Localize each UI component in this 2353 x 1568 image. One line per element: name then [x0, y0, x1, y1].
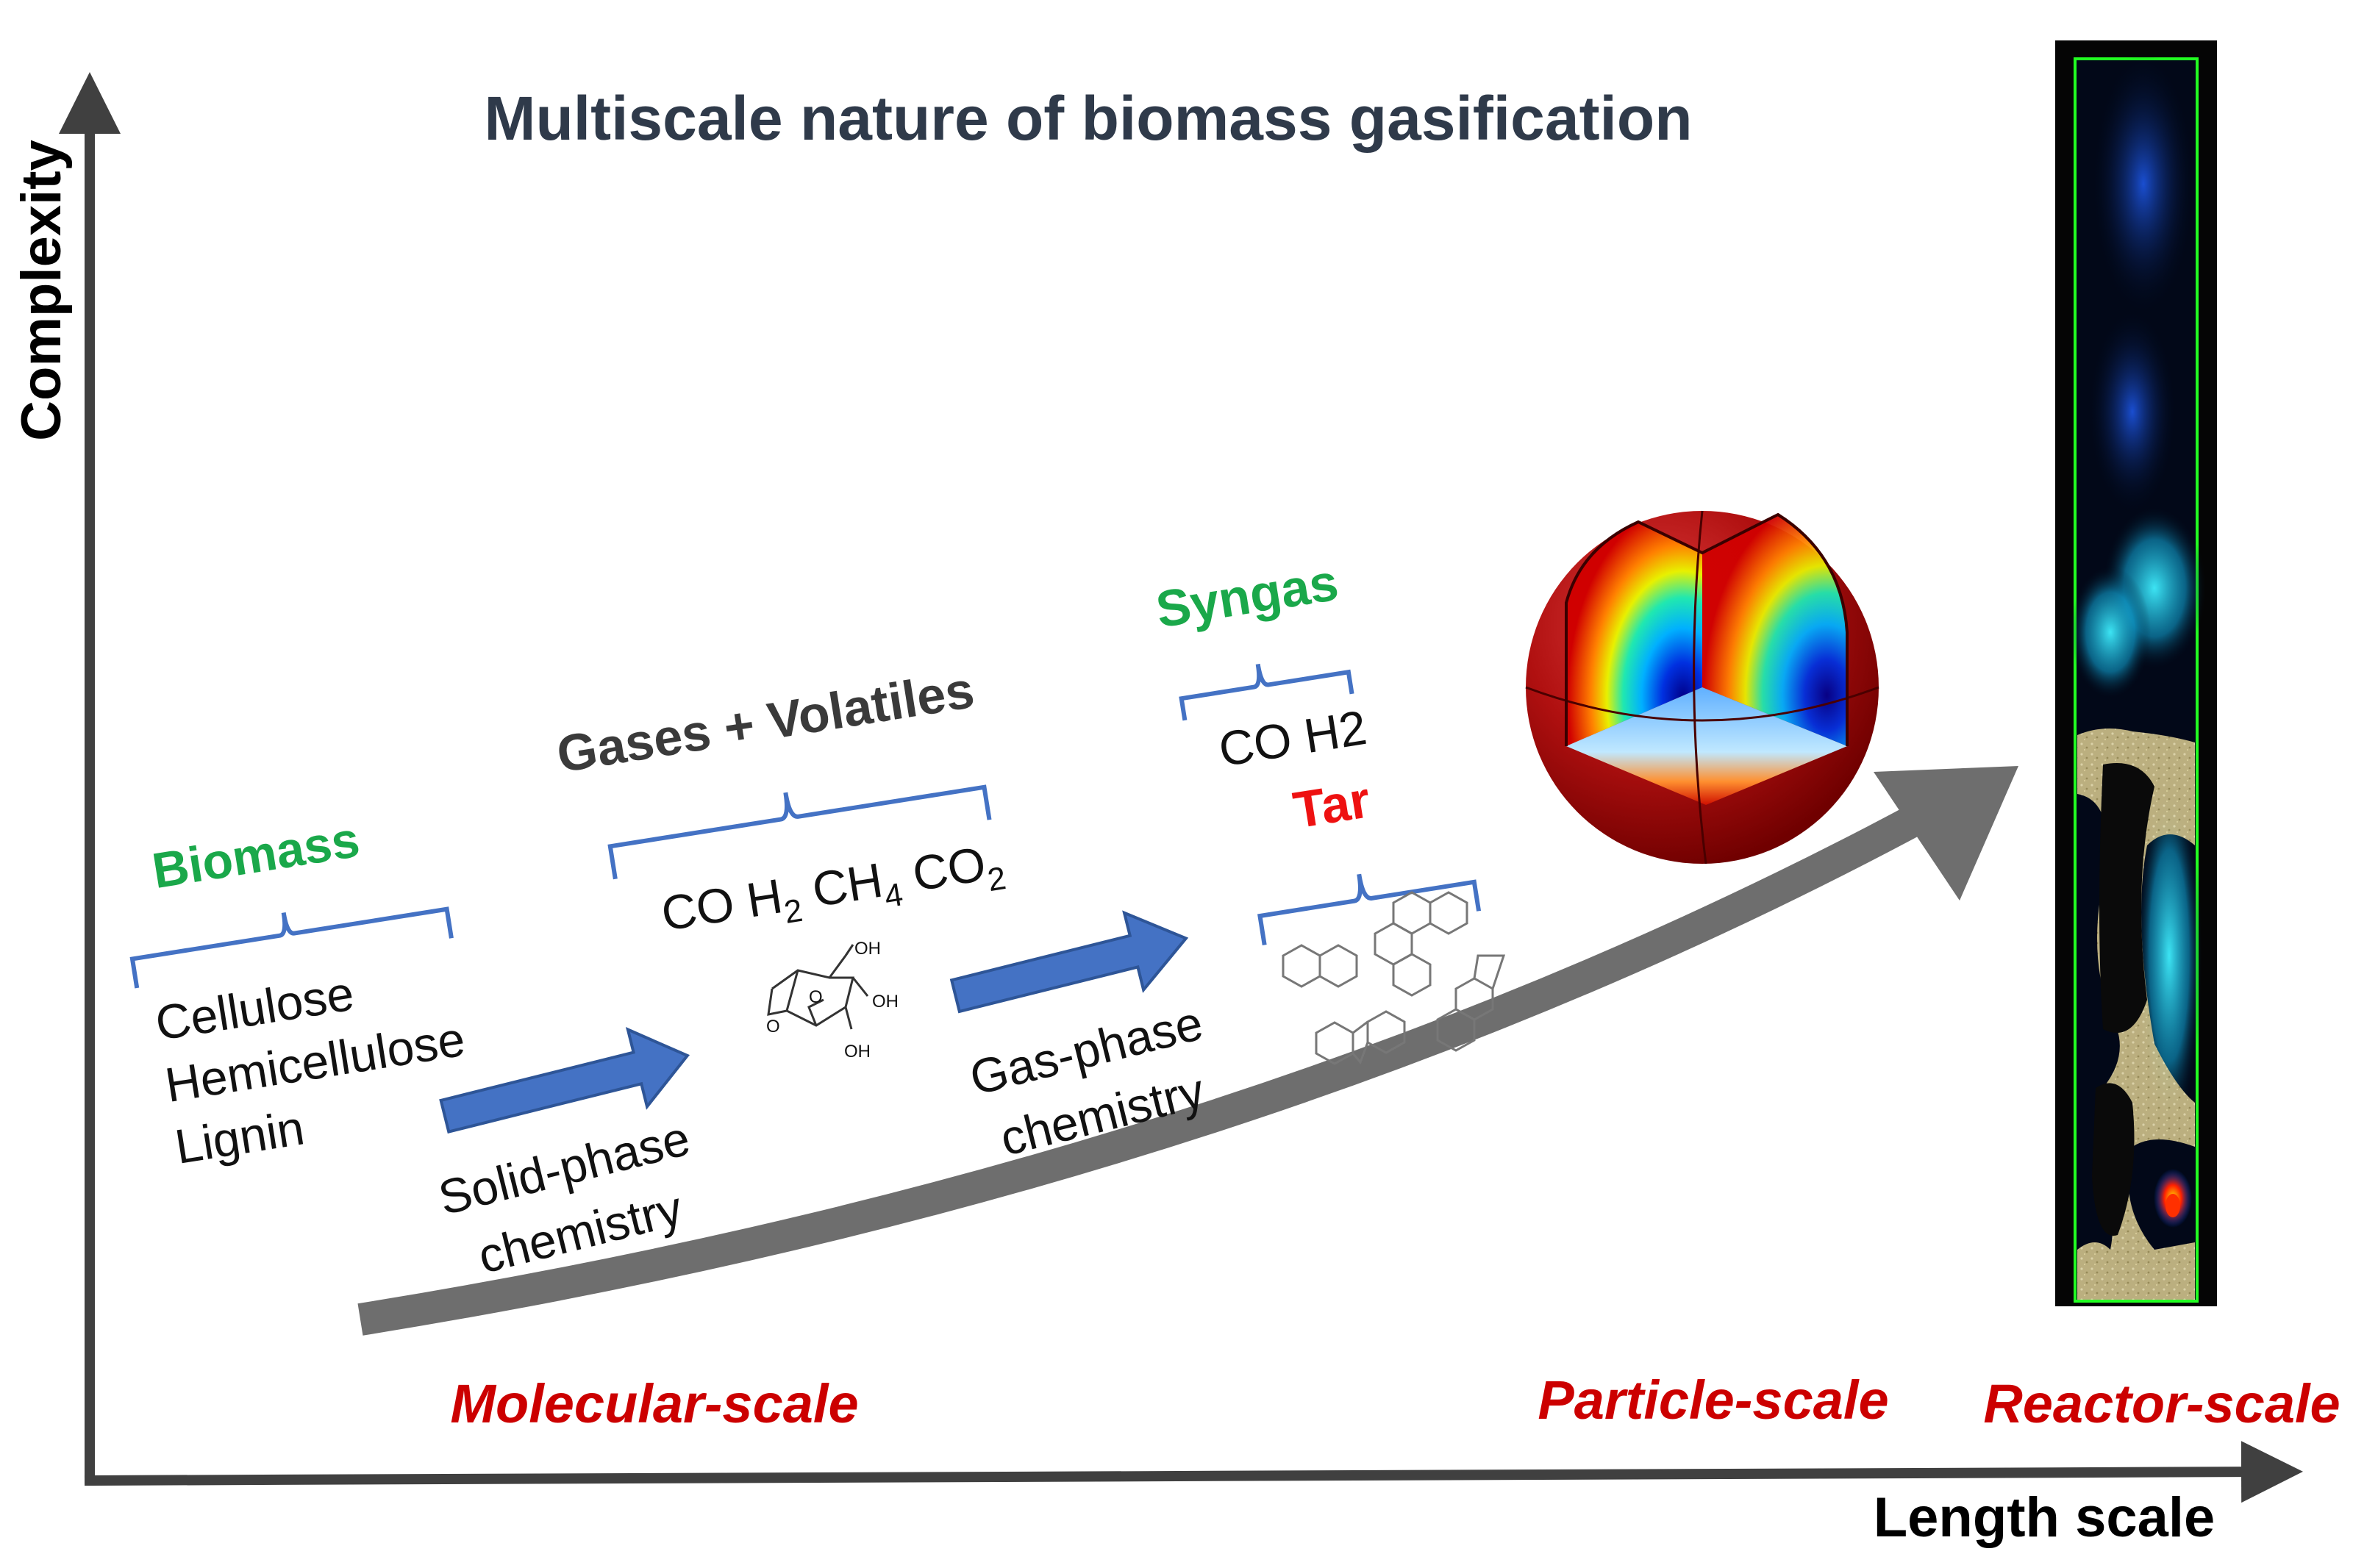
x-axis: [84, 1441, 2303, 1503]
gases-species: CO H2 CH4 CO2: [657, 833, 1008, 949]
tar-group: Tar: [1257, 770, 1482, 945]
gas-phase-arrow: [949, 910, 1189, 1014]
molecule-oh-label: OH: [844, 1042, 871, 1062]
trend-arrow-body: [357, 803, 1927, 1336]
tar-bracket: [1257, 873, 1482, 945]
molecule-o-label: O: [766, 1017, 780, 1037]
molecule-o-label: O: [809, 987, 823, 1007]
y-axis-label: Complexity: [10, 140, 73, 441]
gases-bracket: [607, 784, 992, 880]
syngas-heading: Syngas: [1152, 554, 1342, 639]
gas-phase-label: Gas-phase chemistry: [965, 995, 1210, 1166]
levoglucosan-molecule: OH OH OH O O: [766, 939, 899, 1062]
tar-heading: Tar: [1290, 770, 1374, 839]
solid-phase-arrow: [439, 1027, 690, 1134]
naphthalene-sketch: [1282, 944, 1358, 988]
trend-arrow-head: [1874, 766, 2018, 901]
particle-scale-label: Particle-scale: [1538, 1370, 1888, 1431]
tar-molecules: [1282, 891, 1506, 1065]
molecule-oh-label: OH: [854, 939, 881, 959]
biomass-heading: Biomass: [149, 812, 363, 899]
biomass-component: Lignin: [171, 1100, 308, 1174]
particle-sphere: [1525, 510, 1879, 864]
syngas-species: CO H2: [1215, 700, 1370, 777]
reactor-scale-label: Reactor-scale: [1983, 1373, 2340, 1434]
x-axis-label: Length scale: [1874, 1486, 2215, 1549]
reactor-simulation: [2055, 40, 2217, 1306]
page-title: Multiscale nature of biomass gasificatio…: [484, 84, 1692, 153]
biomass-bracket: [129, 906, 454, 989]
syngas-group: Syngas CO H2: [1152, 554, 1370, 777]
fluorene-sketch: [1315, 1010, 1406, 1065]
gases-heading: Gases + Volatiles: [553, 661, 978, 784]
molecule-oh-label: OH: [872, 992, 899, 1012]
gases-group: Gases + Volatiles CO H2 CH4 CO2: [553, 661, 1008, 949]
syngas-bracket: [1179, 663, 1354, 721]
molecular-scale-label: Molecular-scale: [450, 1373, 858, 1434]
acenaphthylene-sketch: [1436, 954, 1506, 1052]
biomass-group: Biomass Cellulose Hemicellulose Lignin: [129, 812, 468, 1174]
phenanthrene-sketch: [1374, 891, 1468, 997]
